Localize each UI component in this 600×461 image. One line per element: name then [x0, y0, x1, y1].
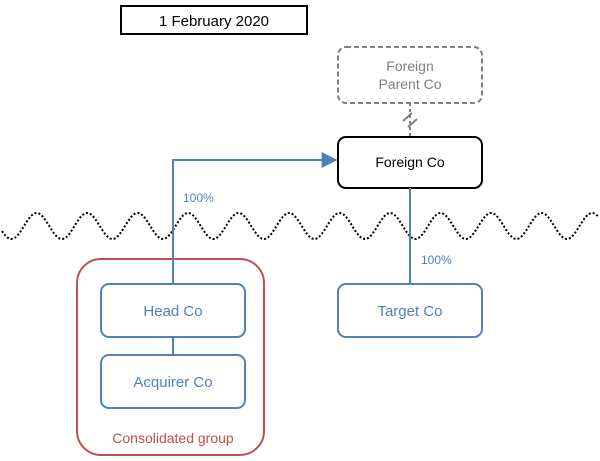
date-box: 1 February 2020	[120, 5, 308, 35]
consolidated-group-label: Consolidated group	[112, 430, 234, 446]
foreign-parent-line2: Parent Co	[378, 76, 441, 92]
foreign-to-target-percent: 100%	[421, 253, 452, 267]
foreign-parent-co-box: Foreign Parent Co	[337, 46, 483, 104]
parent-connector	[402, 103, 418, 137]
head-co-label: Head Co	[143, 303, 202, 320]
break-mark-icon	[407, 118, 418, 128]
foreign-co-label: Foreign Co	[375, 154, 444, 170]
foreign-co-box: Foreign Co	[337, 136, 483, 189]
border-wave-line	[1, 211, 599, 241]
acquirer-co-box: Acquirer Co	[100, 354, 246, 409]
target-co-label: Target Co	[377, 303, 442, 320]
head-to-foreign-arrow	[172, 152, 338, 284]
break-mark-icon	[402, 112, 413, 122]
acquirer-co-label: Acquirer Co	[133, 374, 212, 391]
target-co-box: Target Co	[337, 283, 483, 338]
date-label: 1 February 2020	[159, 13, 269, 30]
foreign-parent-line1: Foreign	[386, 58, 433, 74]
head-to-foreign-percent: 100%	[183, 191, 214, 205]
consolidated-group-container: Consolidated group	[76, 258, 265, 456]
head-co-box: Head Co	[100, 283, 246, 338]
